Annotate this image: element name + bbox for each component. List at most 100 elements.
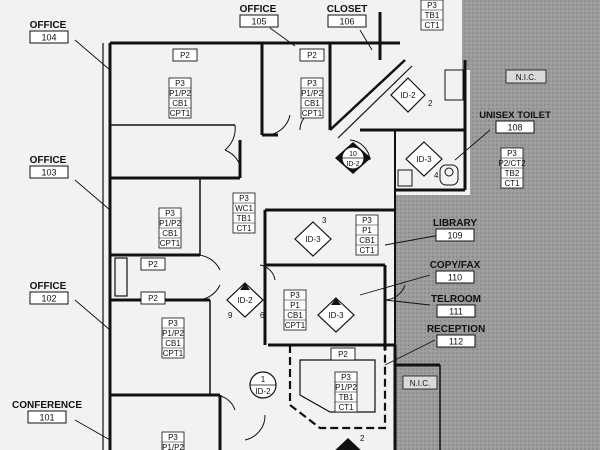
- device-tag: P1/P2: [159, 219, 181, 228]
- p2-tag: P2: [140, 257, 166, 271]
- room-number: 101: [39, 413, 54, 423]
- svg-text:ID-3: ID-3: [305, 235, 321, 244]
- room-name: OFFICE: [30, 20, 67, 31]
- nic-label-lower: N.I.C.: [402, 375, 438, 390]
- device-tag: CB1: [304, 99, 320, 108]
- walls: [102, 12, 467, 450]
- device-tag: CT1: [359, 246, 375, 255]
- svg-text:1: 1: [261, 375, 266, 384]
- room-label-telroom-111: TELROOM 111: [431, 294, 481, 318]
- room-number: 110: [448, 273, 462, 283]
- device-tag: CT1: [236, 224, 252, 233]
- device-tag: CPT1: [170, 109, 191, 118]
- device-tag: P3: [168, 319, 178, 328]
- id-marker-upper-right: ID-2 2: [390, 77, 433, 113]
- room-label-office-105: OFFICE 105: [239, 4, 279, 28]
- sink-fixture: [397, 169, 413, 187]
- device-tag: CT1: [504, 179, 520, 188]
- svg-text:9: 9: [228, 311, 233, 320]
- reception-dashed-outline: [288, 345, 387, 430]
- p2-tag: P2: [172, 48, 198, 62]
- room-label-toilet-108: UNISEX TOILET 108: [479, 110, 551, 134]
- svg-text:P2: P2: [148, 260, 158, 269]
- device-tag: CPT1: [163, 349, 184, 358]
- p2-tag: P2: [140, 291, 166, 305]
- device-tag: P3: [290, 291, 300, 300]
- room-name: TELROOM: [431, 294, 481, 305]
- svg-text:N.I.C.: N.I.C.: [410, 379, 430, 388]
- device-tag: CPT1: [285, 321, 306, 330]
- device-tag: P1/P2: [162, 329, 184, 338]
- room-label-copyfax-110: COPY/FAX 110: [430, 260, 481, 284]
- svg-text:ID-3: ID-3: [328, 311, 344, 320]
- svg-text:10: 10: [349, 151, 357, 158]
- svg-text:P2: P2: [148, 294, 158, 303]
- svg-text:ID-3: ID-3: [416, 155, 432, 164]
- room-number: 103: [41, 168, 56, 178]
- device-tag: P1: [290, 301, 300, 310]
- room-name: OFFICE: [30, 281, 67, 292]
- svg-text:ID-2: ID-2: [237, 296, 253, 305]
- toilet-fixture: [439, 164, 459, 186]
- svg-text:N.I.C.: N.I.C.: [516, 73, 536, 82]
- device-tag: CT1: [338, 403, 354, 412]
- svg-text:ID-2: ID-2: [400, 91, 416, 100]
- device-tag: P3: [165, 209, 175, 218]
- id-marker-library: ID-3 3: [294, 216, 332, 257]
- device-tag: P3: [307, 79, 317, 88]
- device-tag: P1/P2: [301, 89, 323, 98]
- device-tag: P3: [239, 194, 249, 203]
- id-marker-copyfax: ID-3: [317, 297, 355, 333]
- room-number: 111: [449, 307, 463, 317]
- id-marker-bottom: 2: [335, 434, 365, 450]
- room-name: CONFERENCE: [12, 400, 82, 411]
- svg-text:3: 3: [322, 216, 327, 225]
- room-number: 105: [251, 17, 266, 27]
- svg-text:2: 2: [360, 434, 365, 443]
- device-tag: P3: [168, 433, 178, 442]
- svg-text:P2: P2: [180, 51, 190, 60]
- device-tag: CT1: [424, 21, 440, 30]
- room-label-reception-112: RECEPTION 112: [427, 324, 485, 348]
- device-tag: P3: [427, 1, 437, 10]
- svg-text:4: 4: [434, 171, 439, 180]
- room-number: 104: [41, 33, 56, 43]
- device-tag: CB1: [287, 311, 303, 320]
- wall-block: [114, 257, 128, 297]
- device-tag: P1: [362, 226, 372, 235]
- room-label-office-104: OFFICE 104: [29, 20, 69, 44]
- device-tag: TB1: [237, 214, 252, 223]
- counter-fixture: [444, 69, 464, 101]
- device-tag: CB1: [165, 339, 181, 348]
- device-tag: TB1: [425, 11, 440, 20]
- device-tag: P2/CT2: [498, 159, 526, 168]
- id-marker-toilet: ID-3 4: [405, 141, 443, 180]
- device-tag: CB1: [162, 229, 178, 238]
- p2-tag: P2: [299, 48, 325, 62]
- nic-label-upper: N.I.C.: [505, 69, 547, 84]
- id-marker-corridor: ID-2 9 6: [226, 282, 265, 320]
- id-marker-circle-1: 1 ID-2: [249, 371, 277, 399]
- room-number: 112: [449, 337, 463, 347]
- room-name: RECEPTION: [427, 324, 485, 335]
- room-name: OFFICE: [30, 155, 67, 166]
- device-tag: TB1: [339, 393, 354, 402]
- device-tag: P3: [175, 79, 185, 88]
- device-tag: P3: [507, 149, 517, 158]
- device-tag: P1/P2: [335, 383, 357, 392]
- room-label-closet-106: CLOSET 106: [327, 4, 367, 28]
- room-name: COPY/FAX: [430, 260, 481, 271]
- id-marker-circle-10: 10 ID-2: [335, 142, 371, 174]
- svg-text:6: 6: [260, 311, 265, 320]
- room-name: LIBRARY: [433, 218, 477, 229]
